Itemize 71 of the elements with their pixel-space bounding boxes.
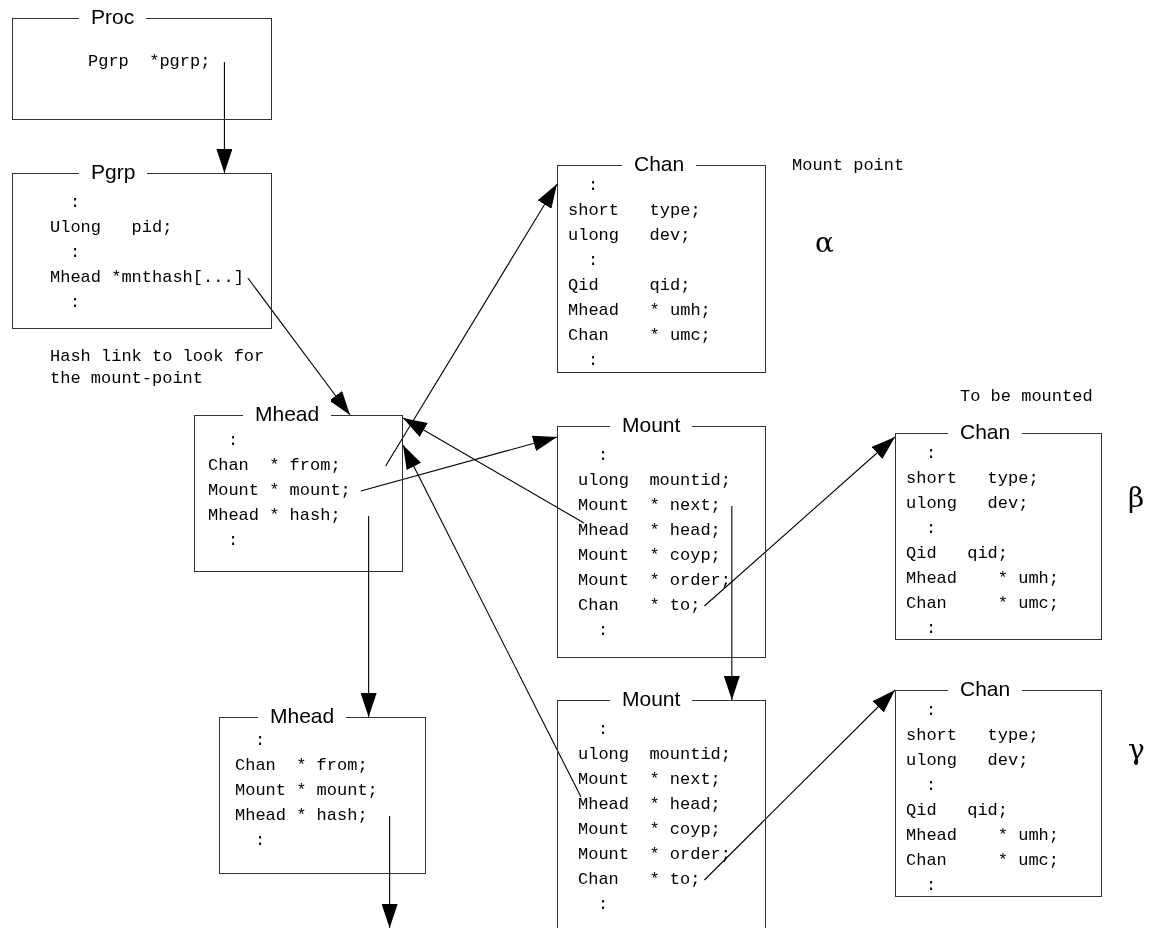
field-declaration: :: [926, 618, 937, 640]
annotation-text: To be mounted: [960, 386, 1093, 408]
pointer-arrow: [360, 435, 558, 492]
field-declaration: Mhead * umh;: [906, 568, 1060, 590]
field-declaration: ulong mountid;: [578, 470, 732, 492]
field-declaration: Mhead * head;: [578, 520, 721, 542]
field-declaration: ulong dev;: [568, 225, 691, 247]
field-declaration: ulong dev;: [906, 493, 1029, 515]
field-declaration: Chan * umc;: [568, 325, 711, 347]
field-declaration: Mhead * umh;: [568, 300, 711, 322]
field-declaration: :: [70, 242, 81, 264]
field-declaration: :: [255, 830, 266, 852]
field-declaration: Mhead * hash;: [235, 805, 368, 827]
field-declaration: :: [255, 730, 266, 752]
field-declaration: Mhead * hash;: [208, 505, 341, 527]
field-declaration: Chan * from;: [235, 755, 368, 777]
field-declaration: Qid qid;: [568, 275, 691, 297]
field-declaration: Qid qid;: [906, 543, 1009, 565]
field-declaration: Chan * umc;: [906, 850, 1060, 872]
field-declaration: :: [228, 430, 239, 452]
field-declaration: Qid qid;: [906, 800, 1009, 822]
field-declaration: :: [926, 775, 937, 797]
field-declaration: Mount * order;: [578, 844, 732, 866]
field-declaration: Mount * next;: [578, 495, 721, 517]
field-declaration: Mhead * umh;: [906, 825, 1060, 847]
field-declaration: :: [70, 192, 81, 214]
field-declaration: :: [228, 530, 239, 552]
field-declaration: :: [588, 350, 599, 372]
field-declaration: Mount * next;: [578, 769, 721, 791]
field-declaration: short type;: [906, 725, 1039, 747]
field-declaration: :: [926, 700, 937, 722]
pointer-arrow: [247, 277, 351, 416]
field-declaration: Chan * umc;: [906, 593, 1060, 615]
field-declaration: Mount * coyp;: [578, 819, 721, 841]
field-declaration: Mount * order;: [578, 570, 732, 592]
pointer-arrow: [723, 505, 740, 701]
pointer-arrow: [402, 417, 585, 524]
field-declaration: :: [598, 894, 609, 916]
field-declaration: Mount * mount;: [235, 780, 378, 802]
field-declaration: :: [588, 250, 599, 272]
field-declaration: Mhead * head;: [578, 794, 721, 816]
field-declaration: Chan * to;: [578, 595, 701, 617]
field-declaration: Ulong pid;: [50, 217, 173, 239]
field-declaration: Pgrp *pgrp;: [88, 51, 211, 73]
field-declaration: :: [70, 292, 81, 314]
field-declaration: Chan * from;: [208, 455, 341, 477]
field-declaration: short type;: [568, 200, 701, 222]
field-declaration: Mount * coyp;: [578, 545, 721, 567]
field-declaration: :: [926, 518, 937, 540]
field-declaration: Mhead *mnthash[...]: [50, 267, 244, 289]
field-declaration: :: [598, 445, 609, 467]
field-declaration: Chan * to;: [578, 869, 701, 891]
pointer-arrow: [216, 61, 233, 174]
annotation-text: Mount point: [792, 155, 905, 177]
field-declaration: ulong mountid;: [578, 744, 732, 766]
field-declaration: ulong dev;: [906, 750, 1029, 772]
pointer-arrow: [703, 689, 896, 881]
field-declaration: :: [598, 719, 609, 741]
annotation-text: Hash link to look for the mount-point: [50, 346, 266, 390]
field-declaration: :: [588, 175, 599, 197]
field-declaration: :: [926, 875, 937, 897]
greek-letter-label: α: [815, 232, 834, 254]
pointer-arrow: [360, 515, 377, 718]
field-declaration: :: [598, 620, 609, 642]
pointer-arrow: [385, 183, 558, 467]
pointer-arrow: [703, 436, 896, 607]
field-declaration: Mount * mount;: [208, 480, 351, 502]
field-declaration: :: [926, 443, 937, 465]
pointer-arrow: [402, 444, 582, 798]
field-declaration: short type;: [906, 468, 1039, 490]
pointer-arrow: [381, 815, 398, 928]
